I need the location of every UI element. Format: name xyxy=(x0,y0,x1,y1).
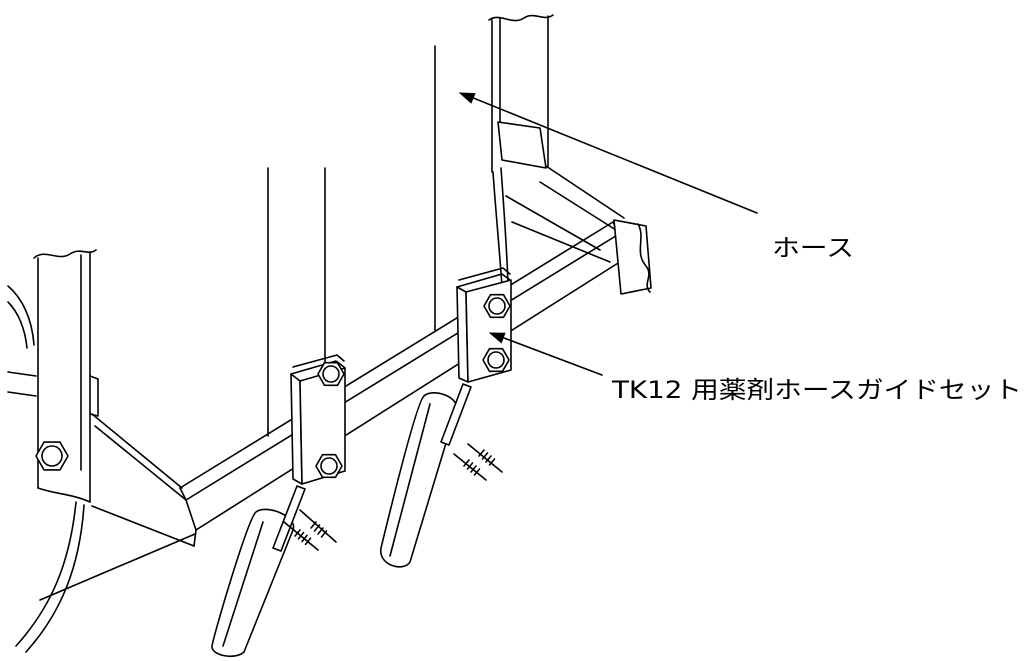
arm-top-edge xyxy=(545,165,625,219)
clamp-bolt-washer-top xyxy=(488,297,506,315)
left-post-bottom xyxy=(37,487,91,503)
left-post-bolt xyxy=(35,441,69,471)
post-lower-edge xyxy=(492,171,504,301)
rod-bottom-edge xyxy=(7,391,37,397)
spring-pin xyxy=(467,443,503,473)
callout-arrow-hose xyxy=(458,92,758,214)
arrowhead xyxy=(488,332,506,344)
beam-left-end xyxy=(179,487,197,547)
channel-lower-flange xyxy=(39,533,196,601)
left-channel xyxy=(39,413,196,601)
clamp-bolt-washer-top xyxy=(322,365,340,383)
left-post xyxy=(33,249,99,503)
arm-lower-edge xyxy=(505,195,601,251)
clamp-bolt-washer-bottom xyxy=(320,457,338,475)
lower-cable-inner xyxy=(15,501,77,647)
hose-guide-clamp-left xyxy=(290,354,346,485)
rod-top-edge xyxy=(7,371,37,377)
post-bracket-plate xyxy=(497,121,547,169)
lower-cable-outer xyxy=(25,504,85,653)
tine-right-blade xyxy=(380,392,457,568)
clamp-bolt-washer-bottom xyxy=(487,351,505,369)
left-post-bracket xyxy=(89,375,99,417)
label-hose: ホース xyxy=(772,234,854,262)
spring-coil xyxy=(294,521,328,546)
tine-left-inner-edge xyxy=(222,521,264,647)
spring-coil xyxy=(463,449,496,476)
main-beam xyxy=(179,221,627,547)
post-lower-inner-edge xyxy=(500,167,509,286)
channel-top-edge xyxy=(91,413,183,489)
post-break-line xyxy=(488,14,554,22)
beam-bottom-edge xyxy=(195,257,627,531)
arm-flange-edge xyxy=(511,221,611,263)
arm-front-edge xyxy=(539,181,617,231)
right-upper-post xyxy=(488,14,554,301)
callout-arrow-guide-set xyxy=(488,332,603,376)
beam-top-back-edge xyxy=(179,221,614,489)
beam-end-plate xyxy=(613,219,652,295)
tine-left-spring-pins xyxy=(283,509,337,551)
hose-curve-outer xyxy=(7,285,35,346)
channel-bottom-edge xyxy=(91,505,195,547)
tine-right-inner-edge xyxy=(389,403,431,557)
hose-curve-inner xyxy=(7,301,28,349)
clamp-top-layers xyxy=(456,267,511,288)
tine-right-bracket xyxy=(440,383,472,446)
tine-right xyxy=(380,383,503,568)
tine-left-bracket xyxy=(272,485,306,552)
end-plate xyxy=(613,219,652,295)
left-hose-curve xyxy=(7,285,85,653)
channel-front-edge xyxy=(94,425,187,501)
label-guide-set: TK12 用薬剤ホースガイドセット xyxy=(611,376,1022,404)
end-plate-break-line xyxy=(637,223,651,293)
bolt-washer xyxy=(41,445,63,467)
tine-left xyxy=(211,485,337,658)
hose-guide-clamp-right xyxy=(456,267,512,383)
beam-top-front-edge xyxy=(185,233,620,501)
right-cross-arm xyxy=(505,165,625,263)
clamp-top-layers xyxy=(290,354,345,375)
left-post-break-line xyxy=(33,249,97,259)
tine-right-spring-pins xyxy=(453,443,503,481)
callout-leader-line xyxy=(495,334,603,376)
callout-leader-line xyxy=(465,94,758,214)
hose-lines xyxy=(267,45,436,437)
arrowhead xyxy=(458,92,476,104)
